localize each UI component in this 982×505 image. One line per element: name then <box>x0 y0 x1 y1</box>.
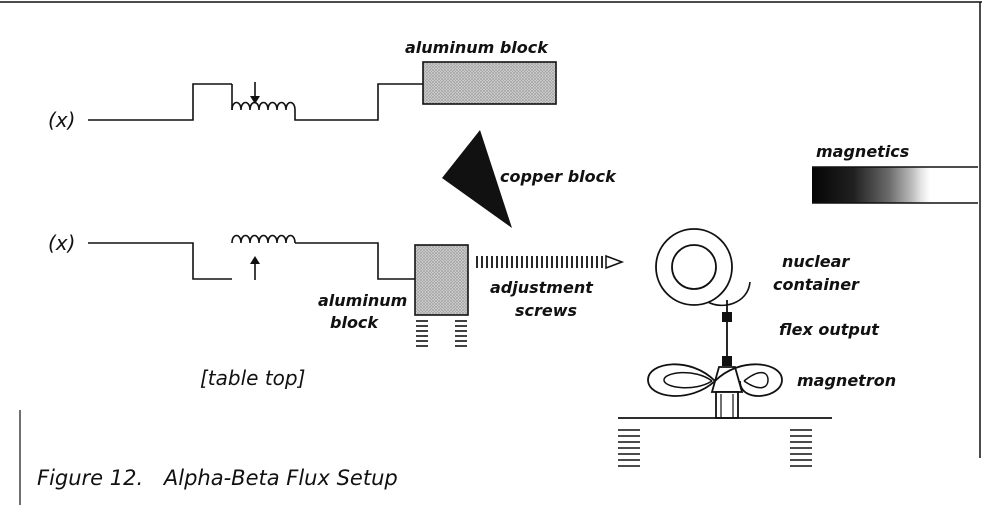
aluminum-block-bottom-label-2: block <box>330 313 379 332</box>
bottom-circuit <box>88 234 625 347</box>
bottom-up-arrow-icon <box>250 256 260 264</box>
magnetron-body <box>710 366 744 393</box>
input-label-top: (x) <box>48 108 75 132</box>
magnetron-loops-icon <box>647 363 783 397</box>
top-coil-icon <box>231 101 296 111</box>
flex-coupler-top <box>722 312 732 322</box>
copper-block-label: copper block <box>500 167 617 186</box>
nuclear-container-inner <box>671 244 717 290</box>
table-legs <box>618 429 812 467</box>
nuclear-container-label-1: nuclear <box>782 252 850 271</box>
magnetics-bar <box>812 166 978 204</box>
top-circuit <box>88 61 557 121</box>
aluminum-block-bottom <box>414 244 469 316</box>
flex-coupler-bottom <box>722 356 732 366</box>
figure-number: Figure 12. <box>37 466 143 490</box>
top-wire <box>88 83 232 121</box>
input-label-bottom: (x) <box>48 231 75 255</box>
flex-output-label: flex output <box>779 320 880 339</box>
block-legs <box>416 320 467 347</box>
adjustment-screws-label-1: adjustment <box>490 278 594 297</box>
table-top-label: [table top] <box>200 366 305 390</box>
magnetron-label: magnetron <box>797 371 896 390</box>
magnetron-base <box>715 391 739 419</box>
screw-arrow-icon <box>605 254 625 270</box>
adjustment-screws-label-2: screws <box>515 301 577 320</box>
copper-block-wedge <box>442 130 512 228</box>
bottom-wire <box>88 242 232 280</box>
nuclear-container-label-2: container <box>773 275 860 294</box>
top-down-arrow-icon <box>250 96 260 104</box>
nuclear-assembly <box>618 228 832 467</box>
aluminum-block-top-label: aluminum block <box>405 38 549 57</box>
figure-title: Alpha-Beta Flux Setup <box>162 466 398 490</box>
figure-caption: Figure 12. Alpha-Beta Flux Setup <box>37 466 398 490</box>
bottom-coil-icon <box>231 234 296 244</box>
aluminum-block-bottom-label-1: aluminum <box>318 291 407 310</box>
nuclear-container-outer <box>655 228 733 306</box>
magnetics-label: magnetics <box>816 142 909 161</box>
aluminum-block-top <box>422 61 557 105</box>
adjustment-screws <box>476 256 603 268</box>
